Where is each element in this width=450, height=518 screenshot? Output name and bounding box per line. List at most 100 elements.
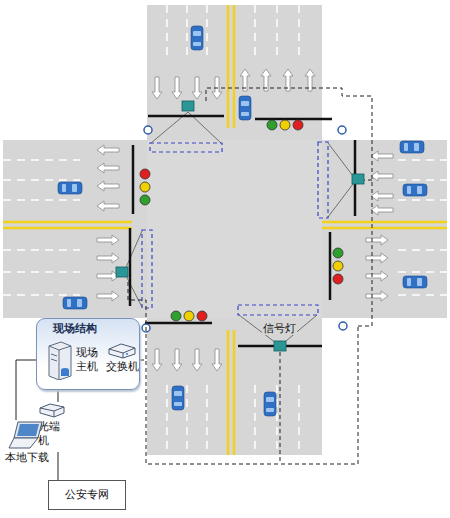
camera-pole	[130, 116, 355, 346]
camera-pole	[148, 115, 224, 118]
detection-zone	[142, 142, 328, 315]
lane-arrow	[97, 145, 119, 155]
device-node: 公安专网	[48, 480, 126, 510]
lane-line	[398, 199, 447, 201]
traffic-light	[293, 120, 303, 130]
lane-line	[206, 5, 208, 60]
lane-line	[3, 271, 80, 273]
server-icon	[45, 340, 73, 380]
lane-arrow	[366, 253, 388, 263]
center-line	[322, 221, 447, 224]
lane-line	[3, 249, 80, 251]
car	[264, 392, 276, 416]
pole-base	[142, 126, 347, 332]
device-node: 本地下载	[2, 420, 52, 470]
traffic-light	[140, 169, 150, 179]
lane-line	[166, 385, 168, 455]
lane-line	[398, 159, 447, 161]
lane-arrow	[371, 171, 393, 181]
lane-arrow	[97, 235, 119, 245]
lane-arrow	[366, 235, 388, 245]
pole-base	[338, 126, 346, 134]
lane-arrow	[172, 349, 182, 371]
car	[172, 386, 184, 410]
lane-arrow	[172, 77, 182, 99]
camera	[352, 174, 364, 184]
pole-base	[144, 126, 152, 134]
center-line	[233, 330, 236, 455]
node-label: 公安专网	[65, 488, 109, 502]
lane-arrow	[152, 349, 162, 371]
camera	[116, 267, 128, 277]
lane-arrow	[97, 253, 119, 263]
cable-line	[58, 452, 59, 480]
lane-line	[254, 5, 256, 60]
road	[3, 5, 447, 455]
car	[63, 297, 87, 309]
traffic-light	[267, 120, 277, 130]
camera	[182, 101, 194, 111]
traffic-light	[280, 120, 290, 130]
lane-line	[298, 385, 300, 455]
car	[239, 96, 251, 120]
car	[400, 141, 424, 153]
optic-icon	[38, 402, 66, 418]
center-line	[3, 5, 447, 455]
laptop-icon	[8, 420, 46, 450]
lane-arrow	[371, 205, 393, 215]
traffic-light	[333, 274, 343, 284]
lane-line	[206, 385, 208, 455]
camera-pole	[129, 228, 132, 306]
lane-arrow	[212, 349, 222, 371]
camera-view	[124, 112, 356, 346]
center-line	[3, 227, 132, 230]
road	[147, 5, 322, 455]
cable	[140, 326, 358, 464]
cable	[206, 88, 372, 326]
traffic-light	[140, 182, 150, 192]
node-label: 现场结构	[37, 319, 139, 336]
traffic-light	[171, 311, 181, 321]
traffic-light	[333, 261, 343, 271]
camera	[116, 101, 364, 351]
lane-arrow	[97, 69, 393, 371]
traffic-light	[140, 120, 343, 321]
traffic-light	[197, 311, 207, 321]
lane-line	[398, 179, 447, 181]
lane-arrow	[97, 181, 119, 191]
signal-label: 信号灯	[262, 322, 297, 335]
lane-line	[3, 159, 80, 161]
lane-line	[166, 5, 168, 60]
pole-base	[339, 322, 347, 330]
center-line	[233, 5, 236, 128]
node-label: 交换机	[106, 360, 139, 374]
lane-arrow	[371, 151, 393, 161]
lane-line	[276, 385, 278, 455]
traffic-light-pole	[255, 118, 332, 121]
lane-line	[298, 5, 300, 60]
device-node: 交换机	[105, 341, 139, 383]
cable	[364, 180, 372, 181]
car	[58, 182, 82, 194]
cable-line	[58, 390, 59, 402]
center-line	[3, 221, 132, 224]
lane-arrow	[371, 191, 393, 201]
camera	[274, 341, 286, 351]
lane-line	[398, 249, 447, 251]
lane-arrow	[192, 77, 202, 99]
lane-line	[3, 5, 447, 455]
traffic-light-pole	[145, 322, 212, 325]
detection-zone	[142, 230, 152, 308]
traffic-light	[140, 195, 150, 205]
lane-arrow	[97, 163, 119, 173]
lane-line	[186, 5, 188, 60]
traffic-light-pole	[329, 232, 332, 300]
traffic-light-pole	[132, 145, 135, 214]
traffic-light-pole	[133, 119, 332, 323]
lane-line	[276, 5, 278, 60]
lane-arrow	[366, 271, 388, 281]
traffic-light	[184, 311, 194, 321]
